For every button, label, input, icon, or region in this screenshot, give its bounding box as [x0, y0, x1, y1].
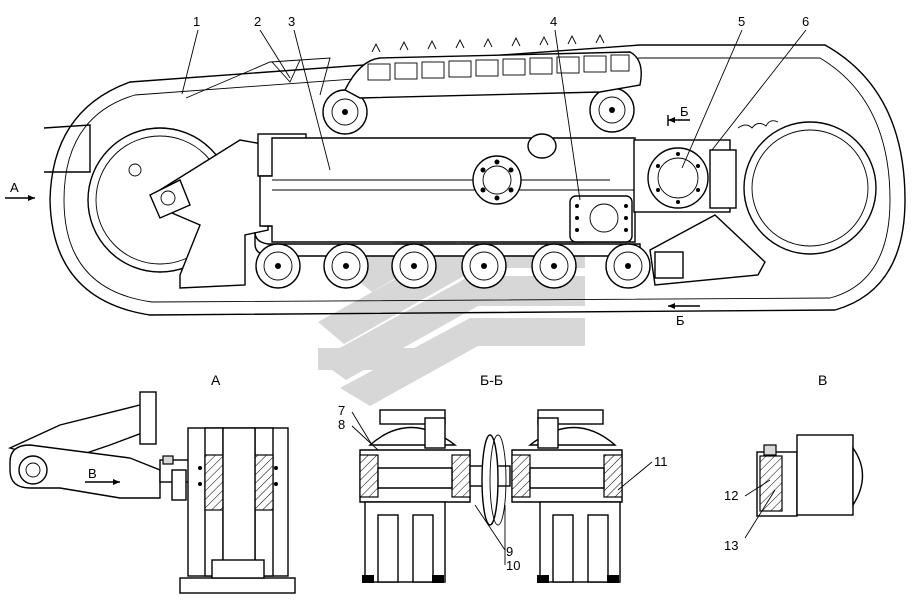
callout-12: 12: [724, 488, 738, 503]
callout-6: 6: [802, 14, 809, 29]
section-bb-title: Б-Б: [480, 372, 503, 388]
callout-2: 2: [254, 14, 261, 29]
section-mark-top: Б: [680, 104, 689, 119]
track-rollers: [255, 243, 651, 289]
callout-8: 8: [338, 417, 345, 432]
detail-v-title: В: [818, 372, 827, 388]
detail-view-v: В: [744, 372, 864, 539]
callout-7: 7: [338, 403, 345, 418]
callout-13: 13: [724, 538, 738, 553]
callout-1: 1: [193, 14, 200, 29]
carrier-roller-left: [322, 89, 368, 135]
view-a-arrow-label: А: [10, 180, 19, 195]
callout-5: 5: [738, 14, 745, 29]
section-view-bb: Б-Б: [351, 372, 653, 583]
callout-3: 3: [288, 14, 295, 29]
callout-9: 9: [506, 544, 513, 559]
section-mark-bottom: Б: [676, 313, 685, 328]
callout-10: 10: [506, 558, 520, 573]
callout-11: 11: [654, 454, 668, 469]
view-v-arrow-label: В: [88, 466, 97, 481]
detail-view-a: А В: [7, 372, 296, 594]
callout-4: 4: [550, 14, 557, 29]
main-view: А Б Б: [5, 29, 906, 328]
carrier-roller-right: [589, 87, 635, 133]
track-chain-top: [344, 33, 642, 99]
detail-a-title: А: [211, 372, 221, 388]
